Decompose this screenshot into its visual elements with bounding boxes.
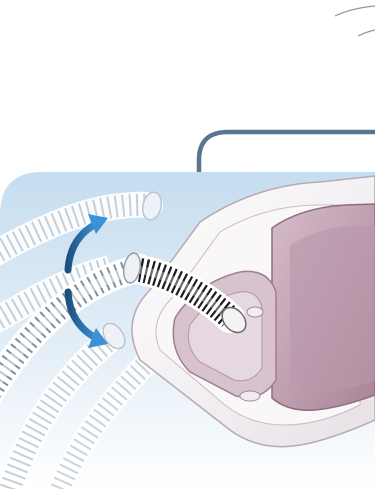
tube-main — [0, 252, 247, 424]
rotate-arrow-up-icon — [64, 214, 108, 274]
corner-decoration — [334, 5, 375, 37]
tube-ghost-lower — [0, 322, 159, 489]
frame-line — [196, 129, 375, 175]
mask-cushion — [271, 203, 375, 411]
rotate-arrow-down-icon — [64, 288, 108, 348]
tube-ghost-upper — [0, 191, 163, 275]
